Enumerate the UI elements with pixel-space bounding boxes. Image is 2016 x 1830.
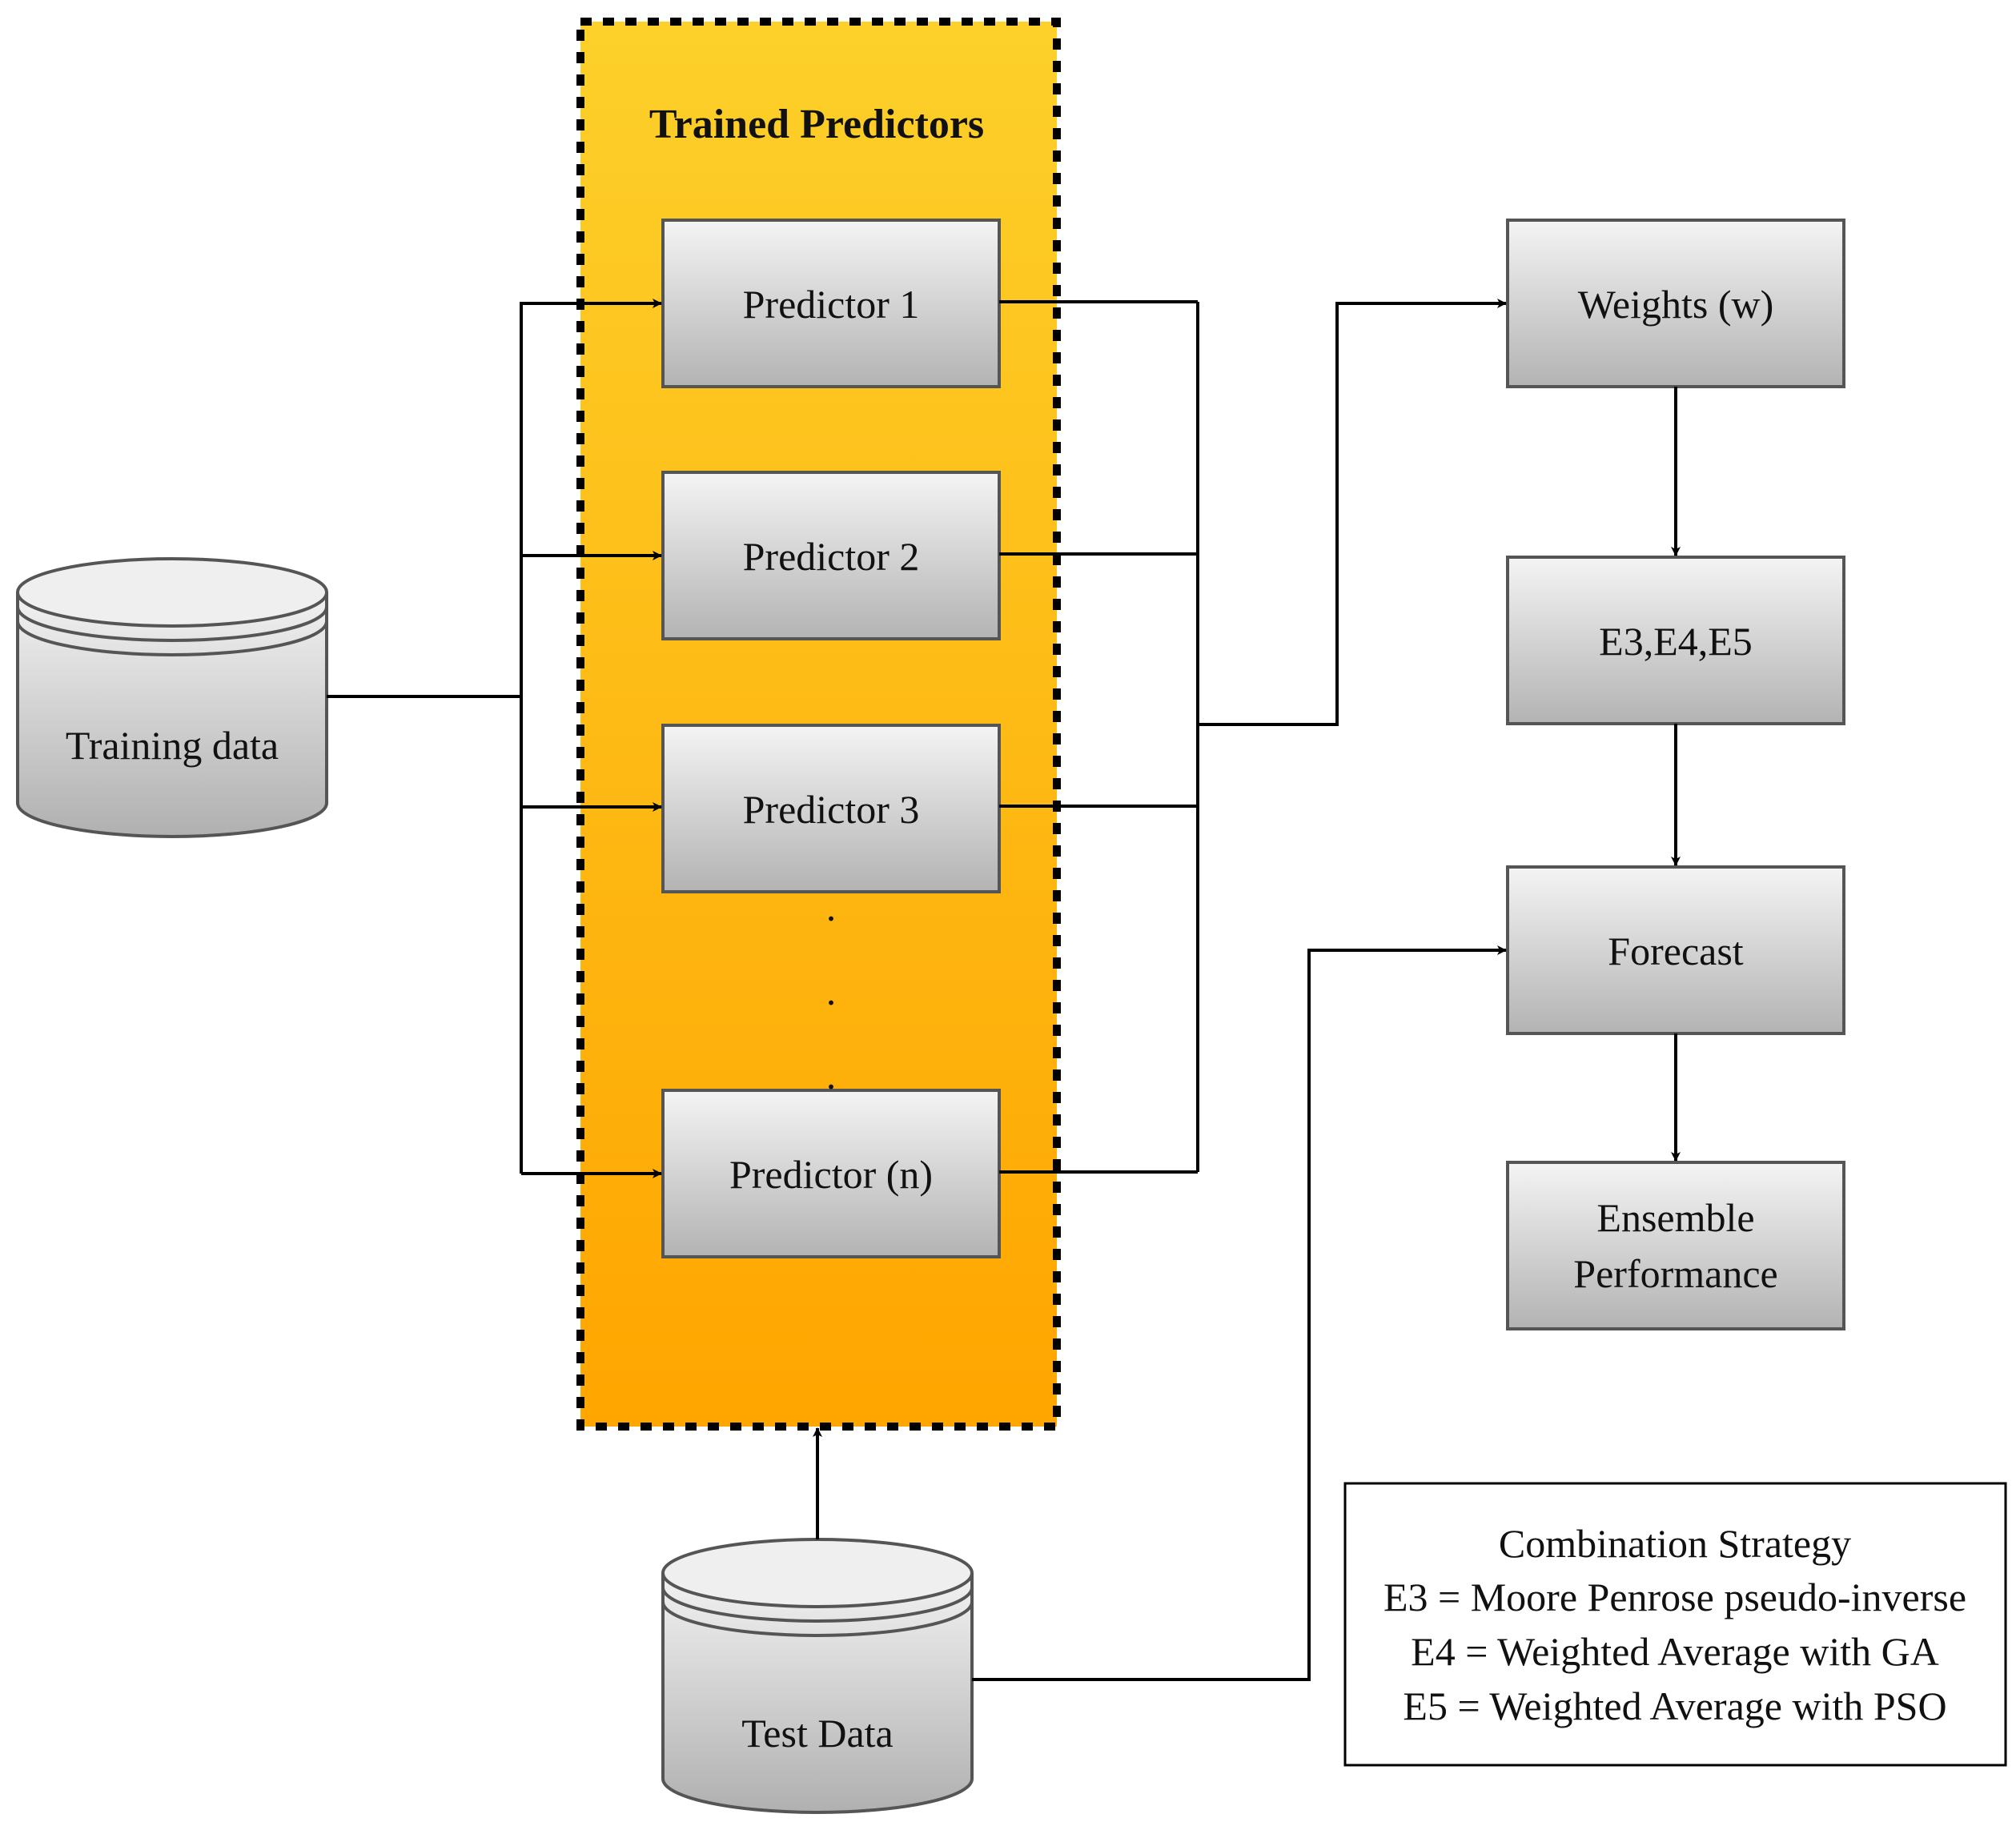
ensemble-label-line2: Performance <box>1573 1251 1777 1296</box>
predictor-label-1: Predictor 1 <box>743 282 920 327</box>
ensemble-performance-box[interactable]: Ensemble Performance <box>1506 1161 1845 1330</box>
predictor-box-3[interactable]: Predictor 3 <box>661 724 1001 893</box>
forecast-label: Forecast <box>1608 929 1743 973</box>
legend-line-e5: E5 = Weighted Average with PSO <box>1403 1684 1946 1728</box>
group-title: Trained Predictors <box>649 102 984 147</box>
legend-line-e3: E3 = Moore Penrose pseudo-inverse <box>1383 1575 1966 1619</box>
connectors <box>327 299 1681 1681</box>
legend-title: Combination Strategy <box>1499 1521 1851 1566</box>
weights-box[interactable]: Weights (w) <box>1506 219 1845 388</box>
test-data-label: Test Data <box>741 1711 893 1756</box>
bus-to-weights <box>1198 299 1507 726</box>
methods-box[interactable]: E3,E4,E5 <box>1506 556 1845 725</box>
predictor-box-1[interactable]: Predictor 1 <box>661 219 1001 388</box>
training-data-label: Training data <box>66 723 279 768</box>
predictor-box-2[interactable]: Predictor 2 <box>661 471 1001 640</box>
ellipsis-dot-1: . <box>826 885 837 929</box>
methods-label: E3,E4,E5 <box>1599 619 1753 664</box>
predictor-box-n[interactable]: Predictor (n) <box>661 1089 1001 1258</box>
ellipsis-dot-3: . <box>826 1053 837 1098</box>
test-data-cylinder[interactable]: Test Data <box>661 1538 974 1814</box>
predictor-label-2: Predictor 2 <box>743 534 920 579</box>
predictor-label-3: Predictor 3 <box>743 787 920 832</box>
weights-label: Weights (w) <box>1578 282 1774 327</box>
ensemble-label-line1: Ensemble <box>1596 1195 1754 1240</box>
test-to-forecast <box>972 945 1507 1681</box>
predictor-label-n: Predictor (n) <box>729 1152 933 1197</box>
combination-strategy-legend: Combination Strategy E3 = Moore Penrose … <box>1343 1482 2007 1767</box>
legend-line-e4: E4 = Weighted Average with GA <box>1411 1629 1939 1674</box>
forecast-box[interactable]: Forecast <box>1506 865 1845 1035</box>
ellipsis-dot-2: . <box>826 969 837 1013</box>
training-data-cylinder[interactable]: Training data <box>16 557 328 838</box>
